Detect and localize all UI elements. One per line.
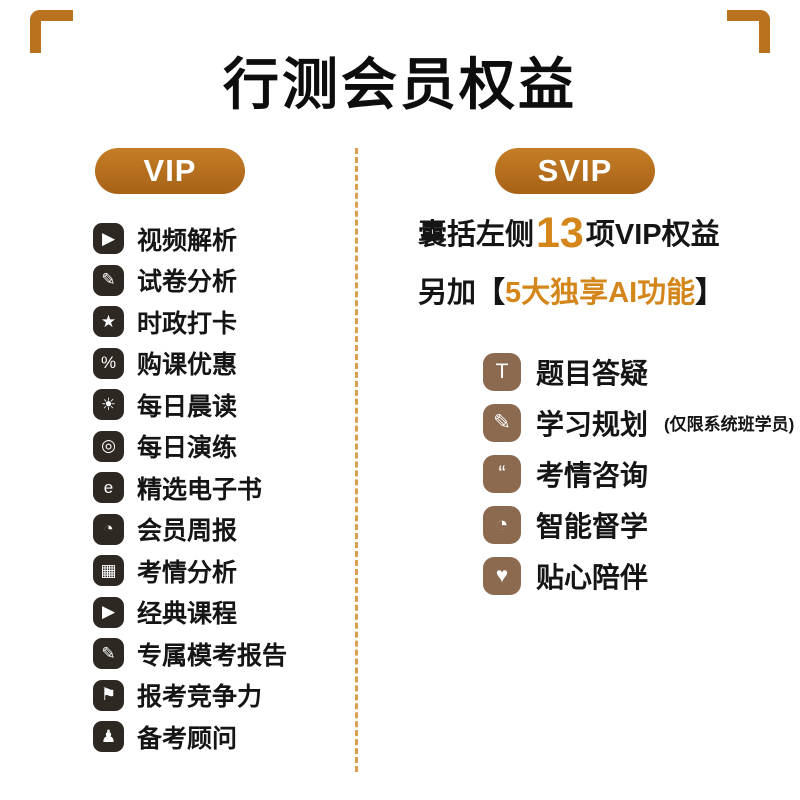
svip-line2-suffix: 】 — [695, 277, 725, 309]
svip-badge: SVIP — [495, 148, 655, 194]
exam-report-icon: ✎ — [93, 638, 124, 670]
sunrise-icon: ☀ — [93, 389, 124, 421]
list-item: ✎ 学习规划 (仅限系统班学员) — [483, 397, 794, 448]
svip-benefit-list: T 题目答疑 ✎ 学习规划 (仅限系统班学员) “ 考情咨询 ◔ 智能督学 ♥ … — [483, 346, 794, 601]
list-item: ◔ 智能督学 — [483, 499, 794, 550]
advisor-person-icon: ♟ — [93, 721, 124, 753]
page-title: 行测会员权益 — [223, 53, 577, 116]
svip-extra-line: 另加【5大独享AI功能】 — [418, 270, 724, 316]
feature-label: 报考竞争力 — [137, 683, 263, 712]
list-item: ☀ 每日晨读 — [93, 384, 287, 426]
list-item: T 题目答疑 — [483, 346, 794, 397]
list-item: ✎ 试卷分析 — [93, 260, 287, 302]
svip-line2-prefix: 另加【 — [418, 277, 506, 309]
feature-label: 精选电子书 — [137, 475, 263, 504]
list-item: ▶ 视频解析 — [93, 218, 287, 260]
feature-label: 试卷分析 — [137, 268, 238, 297]
feature-label: 时政打卡 — [137, 309, 238, 338]
svip-column: SVIP 囊括左侧13项VIP权益 另加【5大独享AI功能】 T 题目答疑 ✎ … — [400, 148, 794, 788]
video-play-icon: ▶ — [93, 223, 124, 255]
list-item: ♟ 备考顾问 — [93, 716, 287, 758]
list-item: % 购课优惠 — [93, 343, 287, 385]
list-item: ▶ 经典课程 — [93, 592, 287, 634]
percent-discount-icon: % — [93, 347, 124, 379]
svip-line1-count: 13 — [536, 209, 584, 257]
feature-label: 贴心陪伴 — [536, 561, 649, 593]
weekly-report-icon: ◔ — [93, 513, 124, 545]
list-item: ⚑ 报考竞争力 — [93, 675, 287, 717]
vip-column: VIP ▶ 视频解析 ✎ 试卷分析 ★ 时政打卡 % 购课优惠 ☀ 每日晨读 ◎… — [30, 148, 310, 788]
list-item: ▦ 考情分析 — [93, 550, 287, 592]
column-divider — [355, 148, 358, 772]
list-item: “ 考情咨询 — [483, 448, 794, 499]
feature-label: 视频解析 — [137, 226, 238, 255]
feature-label: 会员周报 — [137, 517, 238, 546]
vip-benefit-list: ▶ 视频解析 ✎ 试卷分析 ★ 时政打卡 % 购课优惠 ☀ 每日晨读 ◎ 每日演… — [93, 218, 287, 758]
feature-note: (仅限系统班学员) — [664, 415, 795, 434]
feature-label: 学习规划 — [536, 408, 649, 440]
question-answer-icon: T — [483, 352, 521, 391]
list-item: ◔ 会员周报 — [93, 509, 287, 551]
ebook-icon: e — [93, 472, 124, 504]
competition-flag-icon: ⚑ — [93, 679, 124, 711]
list-item: e 精选电子书 — [93, 467, 287, 509]
paper-pen-icon: ✎ — [93, 264, 124, 296]
heart-chat-icon: ♥ — [483, 556, 521, 595]
list-item: ✎ 专属模考报告 — [93, 633, 287, 675]
feature-label: 经典课程 — [137, 600, 238, 629]
bar-chart-icon: ▦ — [93, 555, 124, 587]
svip-line1-prefix: 囊括左侧 — [418, 219, 535, 251]
list-item: ♥ 贴心陪伴 — [483, 550, 794, 601]
feature-label: 每日演练 — [137, 434, 238, 463]
svip-line1-mid: 项 — [585, 219, 615, 251]
feature-label: 考情咨询 — [536, 459, 649, 491]
svip-line1-suffix: VIP权益 — [614, 219, 720, 251]
course-play-icon: ▶ — [93, 596, 124, 628]
list-item: ★ 时政打卡 — [93, 301, 287, 343]
study-plan-icon: ✎ — [483, 403, 521, 442]
vip-badge: VIP — [95, 148, 245, 194]
feature-label: 购课优惠 — [137, 351, 238, 380]
corner-bracket-top-left-icon — [30, 10, 73, 53]
feature-label: 每日晨读 — [137, 392, 238, 421]
svip-line2-highlight: 5大独享AI功能 — [505, 277, 696, 309]
feature-label: 智能督学 — [536, 510, 649, 542]
chat-consult-icon: “ — [483, 454, 521, 493]
feature-label: 考情分析 — [137, 558, 238, 587]
smart-clock-icon: ◔ — [483, 505, 521, 544]
feature-label: 备考顾问 — [137, 724, 238, 753]
list-item: ◎ 每日演练 — [93, 426, 287, 468]
target-practice-icon: ◎ — [93, 430, 124, 462]
feature-label: 专属模考报告 — [137, 641, 288, 670]
feature-label: 题目答疑 — [536, 357, 649, 389]
calendar-star-icon: ★ — [93, 306, 124, 338]
svip-benefit-summary-line: 囊括左侧13项VIP权益 — [418, 210, 720, 258]
corner-bracket-top-right-icon — [727, 10, 770, 53]
